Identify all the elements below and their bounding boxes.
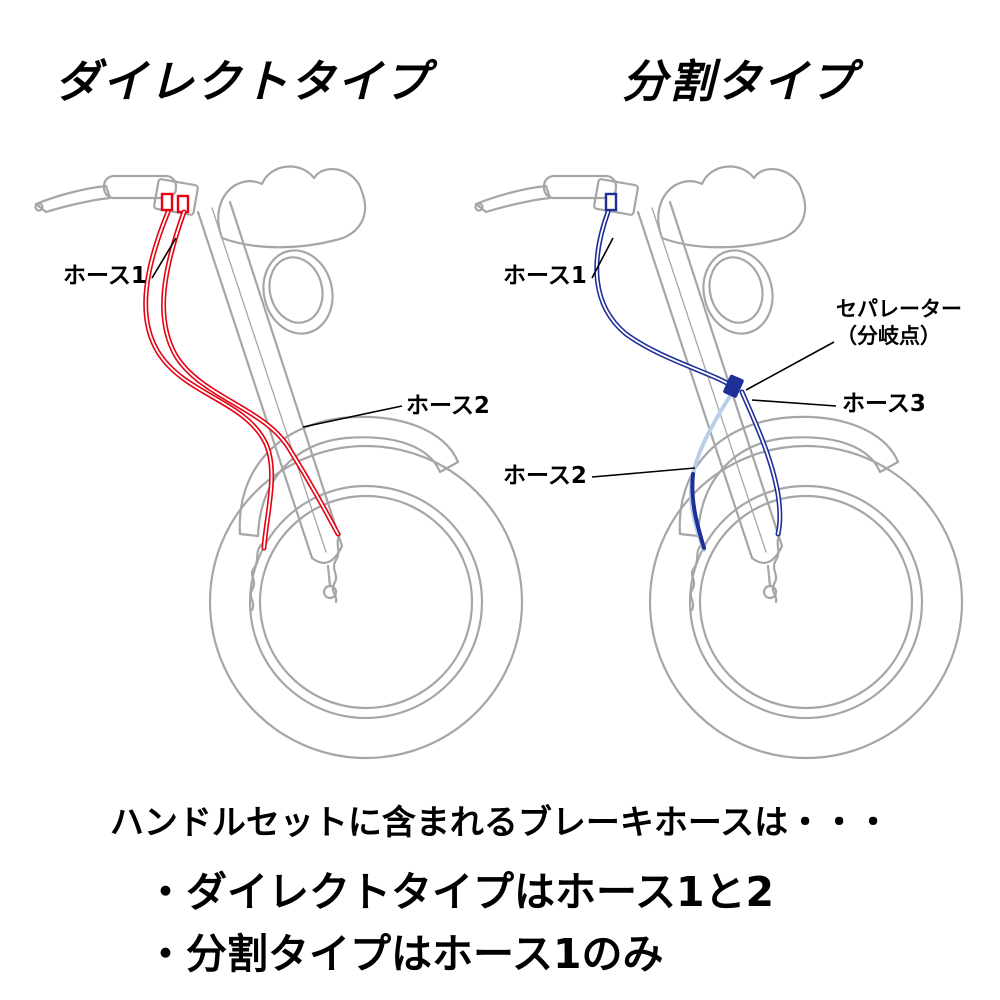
label-direct-hose1: ホース1 [63,263,147,289]
hose-1-direct [143,209,275,551]
label-split-hose1: ホース1 [503,263,587,289]
leader-split-hose3 [751,399,837,407]
hose-2-direct [161,209,341,537]
direct-fitting-1 [160,192,174,212]
direct-type-diagram [34,165,524,760]
direct-type-title: ダイレクトタイプ [55,55,432,108]
separator-block [723,374,744,398]
hose-1-split [594,209,735,389]
hose-2-split [690,472,706,550]
label-separator: セパレーター （分岐点） [836,296,962,351]
leader-direct-hose1 [151,237,177,279]
label-direct-hose2: ホース2 [406,393,490,419]
split-type-diagram [474,165,964,760]
label-split-hose3: ホース3 [842,391,926,417]
leader-split-hose1 [591,237,614,279]
direct-fitting-2 [176,194,190,214]
label-separator-line2: （分岐点） [836,324,941,349]
split-type-title: 分割タイプ [622,55,858,108]
label-separator-line1: セパレーター [836,297,962,321]
footer-bullet-split: ・分割タイプはホース1のみ [145,930,664,978]
footer-bullet-direct: ・ダイレクトタイプはホース1と2 [145,868,775,916]
split-fitting [604,192,618,212]
leader-split-hose2 [591,467,696,478]
label-split-hose2: ホース2 [503,463,587,489]
footer-heading: ハンドルセットに含まれるブレーキホースは・・・ [109,803,891,843]
bike-line-art-left [34,165,524,760]
leader-direct-hose2 [302,405,403,428]
leader-separator [745,341,835,391]
hose-3-split [739,389,783,537]
